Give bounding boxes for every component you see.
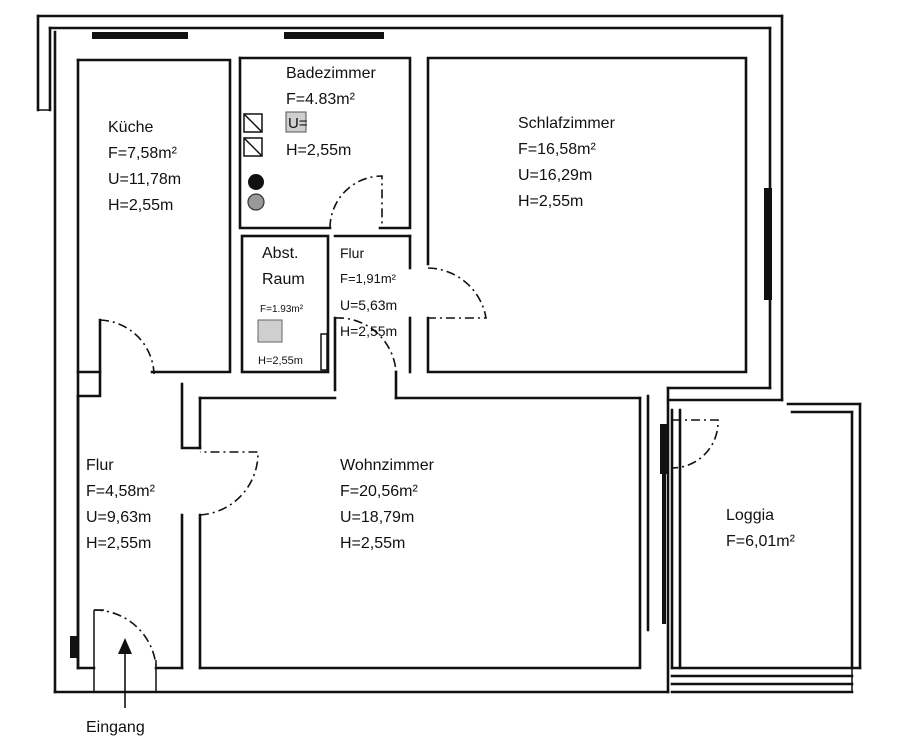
wohn-height: H=2,55m [340,535,405,552]
flur-name: Flur [86,457,114,474]
abst-area: F=1.93m² [260,304,304,315]
window-entrance [70,636,78,658]
bad-name: Badezimmer [286,65,376,82]
outer-walls [36,14,784,694]
door-swings [93,175,719,667]
schlaf-name: Schlafzimmer [518,115,616,132]
entrance-arrow [118,638,132,708]
fixture-dark-circle [248,174,264,190]
window-schlaf [764,188,772,300]
wohn-perimeter: U=18,79m [340,509,414,526]
vent-icon-2 [243,137,263,157]
loggia-area: F=6,01m² [726,533,796,550]
abst-height: H=2,55m [258,355,303,367]
loggia-walls [670,402,862,694]
loggia-name: Loggia [726,507,774,524]
door-kueche [99,319,155,375]
abst-name-2: Raum [262,271,305,288]
kueche-perimeter: U=11,78m [108,171,181,188]
interior-walls [76,56,748,692]
meter-icon-abst [257,319,283,343]
wohn-name: Wohnzimmer [340,457,435,474]
bad-height: H=2,55m [286,142,351,159]
flur-height: H=2,55m [86,535,151,552]
door-schlaf [427,267,487,319]
window-wohn [660,424,667,474]
window-kueche [92,32,188,39]
door-flur-small [334,317,397,373]
flur-small-area: F=1,91m² [340,271,397,286]
bad-perimeter: U= [288,115,308,132]
door-loggia [671,419,719,469]
abst-name-1: Abst. [262,245,298,262]
arrow-up-icon [118,638,132,654]
vent-icon-1 [243,113,263,133]
flur-small-name: Flur [340,245,364,261]
flur-small-height: H=2,55m [340,323,397,339]
fixtures [243,111,307,343]
window-wohn-lower [662,474,666,624]
room-labels: Küche F=7,58m² U=11,78m H=2,55m Badezimm… [86,65,796,736]
schlaf-area: F=16,58m² [518,141,596,158]
door-wohn [199,451,259,516]
flur-area: F=4,58m² [86,483,156,500]
wohn-area: F=20,56m² [340,483,418,500]
schlaf-perimeter: U=16,29m [518,167,592,184]
kueche-area: F=7,58m² [108,145,178,162]
entrance-label: Eingang [86,719,145,736]
bad-area: F=4.83m² [286,91,356,108]
window-bad [284,32,384,39]
schlaf-height: H=2,55m [518,193,583,210]
fixture-grey-circle [247,193,265,211]
meter-icon-bad [285,111,307,133]
kueche-height: H=2,55m [108,197,173,214]
windows [70,32,772,658]
flur-perimeter: U=9,63m [86,509,151,526]
door-bad [329,175,383,229]
kueche-name: Küche [108,119,153,136]
door-entrance [93,609,157,667]
flur-small-perimeter: U=5,63m [340,297,397,313]
